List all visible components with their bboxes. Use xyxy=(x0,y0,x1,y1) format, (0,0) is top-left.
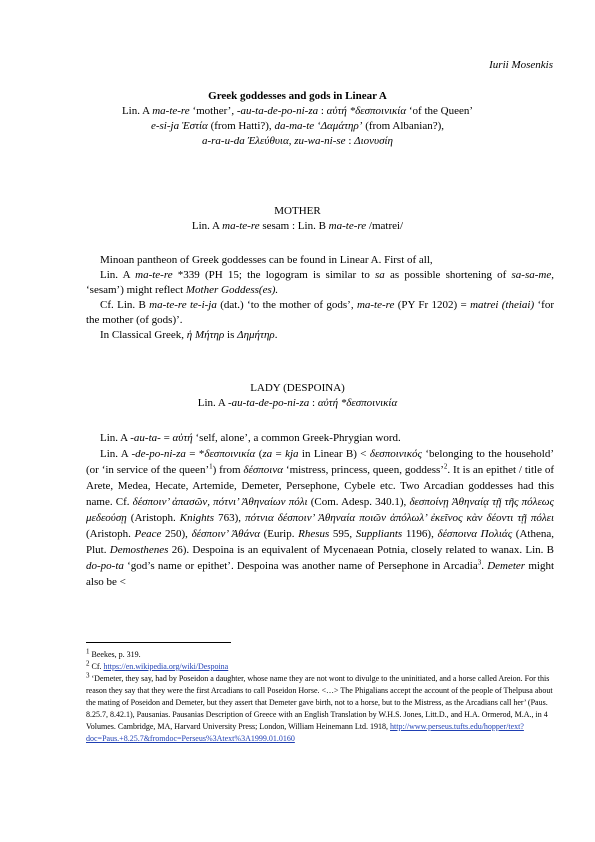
section-subheading: Lin. A ma-te-re sesam : Lin. B ma-te-re … xyxy=(191,220,404,232)
section-heading-mother: MOTHER Lin. A ma-te-re sesam : Lin. B ma… xyxy=(0,204,595,234)
section-title: LADY (DESPOINA) xyxy=(250,382,345,394)
section-title: MOTHER xyxy=(274,205,321,217)
author-name: Iurii Mosenkis xyxy=(489,59,553,71)
paragraph: In Classical Greek, ἡ Μήτηρ is Δημήτηρ. xyxy=(100,329,278,341)
hyperlink[interactable]: https://en.wikipedia.org/wiki/Despoina xyxy=(103,662,229,671)
footnote-marker: 2 xyxy=(86,659,90,668)
footnote-marker: 3 xyxy=(86,671,90,680)
paper-title: Greek goddesses and gods in Linear A xyxy=(208,90,387,102)
section-subheading: Lin. A -au-ta-de-po-ni-za : αὐτή *δεσποι… xyxy=(197,397,398,409)
subtitle-line-3: a-ra-u-da Ἐλεύθυια, zu-wa-ni-se : Διονυσ… xyxy=(201,135,394,147)
footnote: 1 Beekes, p. 319. xyxy=(86,647,141,659)
paragraph: Minoan pantheon of Greek goddesses can b… xyxy=(100,254,433,266)
footnote: 2 Cf. https://en.wikipedia.org/wiki/Desp… xyxy=(86,659,229,671)
hyperlink[interactable]: http://www.perseus.tufts.edu/hopper/text… xyxy=(86,722,524,743)
section-body-mother: Minoan pantheon of Greek goddesses can b… xyxy=(86,253,554,343)
paragraph: Cf. Lin. B ma-te-re te-i-ja (dat.) ‘to t… xyxy=(86,299,554,326)
title-block: Greek goddesses and gods in Linear A Lin… xyxy=(0,89,595,149)
footnotes: 1 Beekes, p. 319. 2 Cf. https://en.wikip… xyxy=(86,642,556,745)
section-heading-lady: LADY (DESPOINA) Lin. A -au-ta-de-po-ni-z… xyxy=(0,381,595,411)
paragraph: Lin. A -au-ta- = αὐτή ‘self, alone’, a c… xyxy=(100,432,401,444)
paragraph: Lin. A ma-te-re *339 (PH 15; the logogra… xyxy=(86,269,554,296)
footnote-marker: 2 xyxy=(443,462,448,471)
footnote: 3 ‘Demeter, they say, had by Poseidon a … xyxy=(86,671,553,743)
footnote-marker: 1 xyxy=(209,462,213,471)
footnote-marker: 1 xyxy=(86,647,90,656)
section-body-lady: Lin. A -au-ta- = αὐτή ‘self, alone’, a c… xyxy=(86,430,554,590)
subtitle-line-1: Lin. A ma-te-re ‘mother’, -au-ta-de-po-n… xyxy=(121,105,474,117)
subtitle-line-2: e-si-ja Ἑστία (from Hatti?), da-ma-te ‘Δ… xyxy=(150,120,444,132)
paragraph: Lin. A -de-po-ni-za = *δεσποινικία (za =… xyxy=(86,448,555,588)
footnote-separator xyxy=(86,642,231,643)
footnote-marker: 3 xyxy=(477,558,482,567)
